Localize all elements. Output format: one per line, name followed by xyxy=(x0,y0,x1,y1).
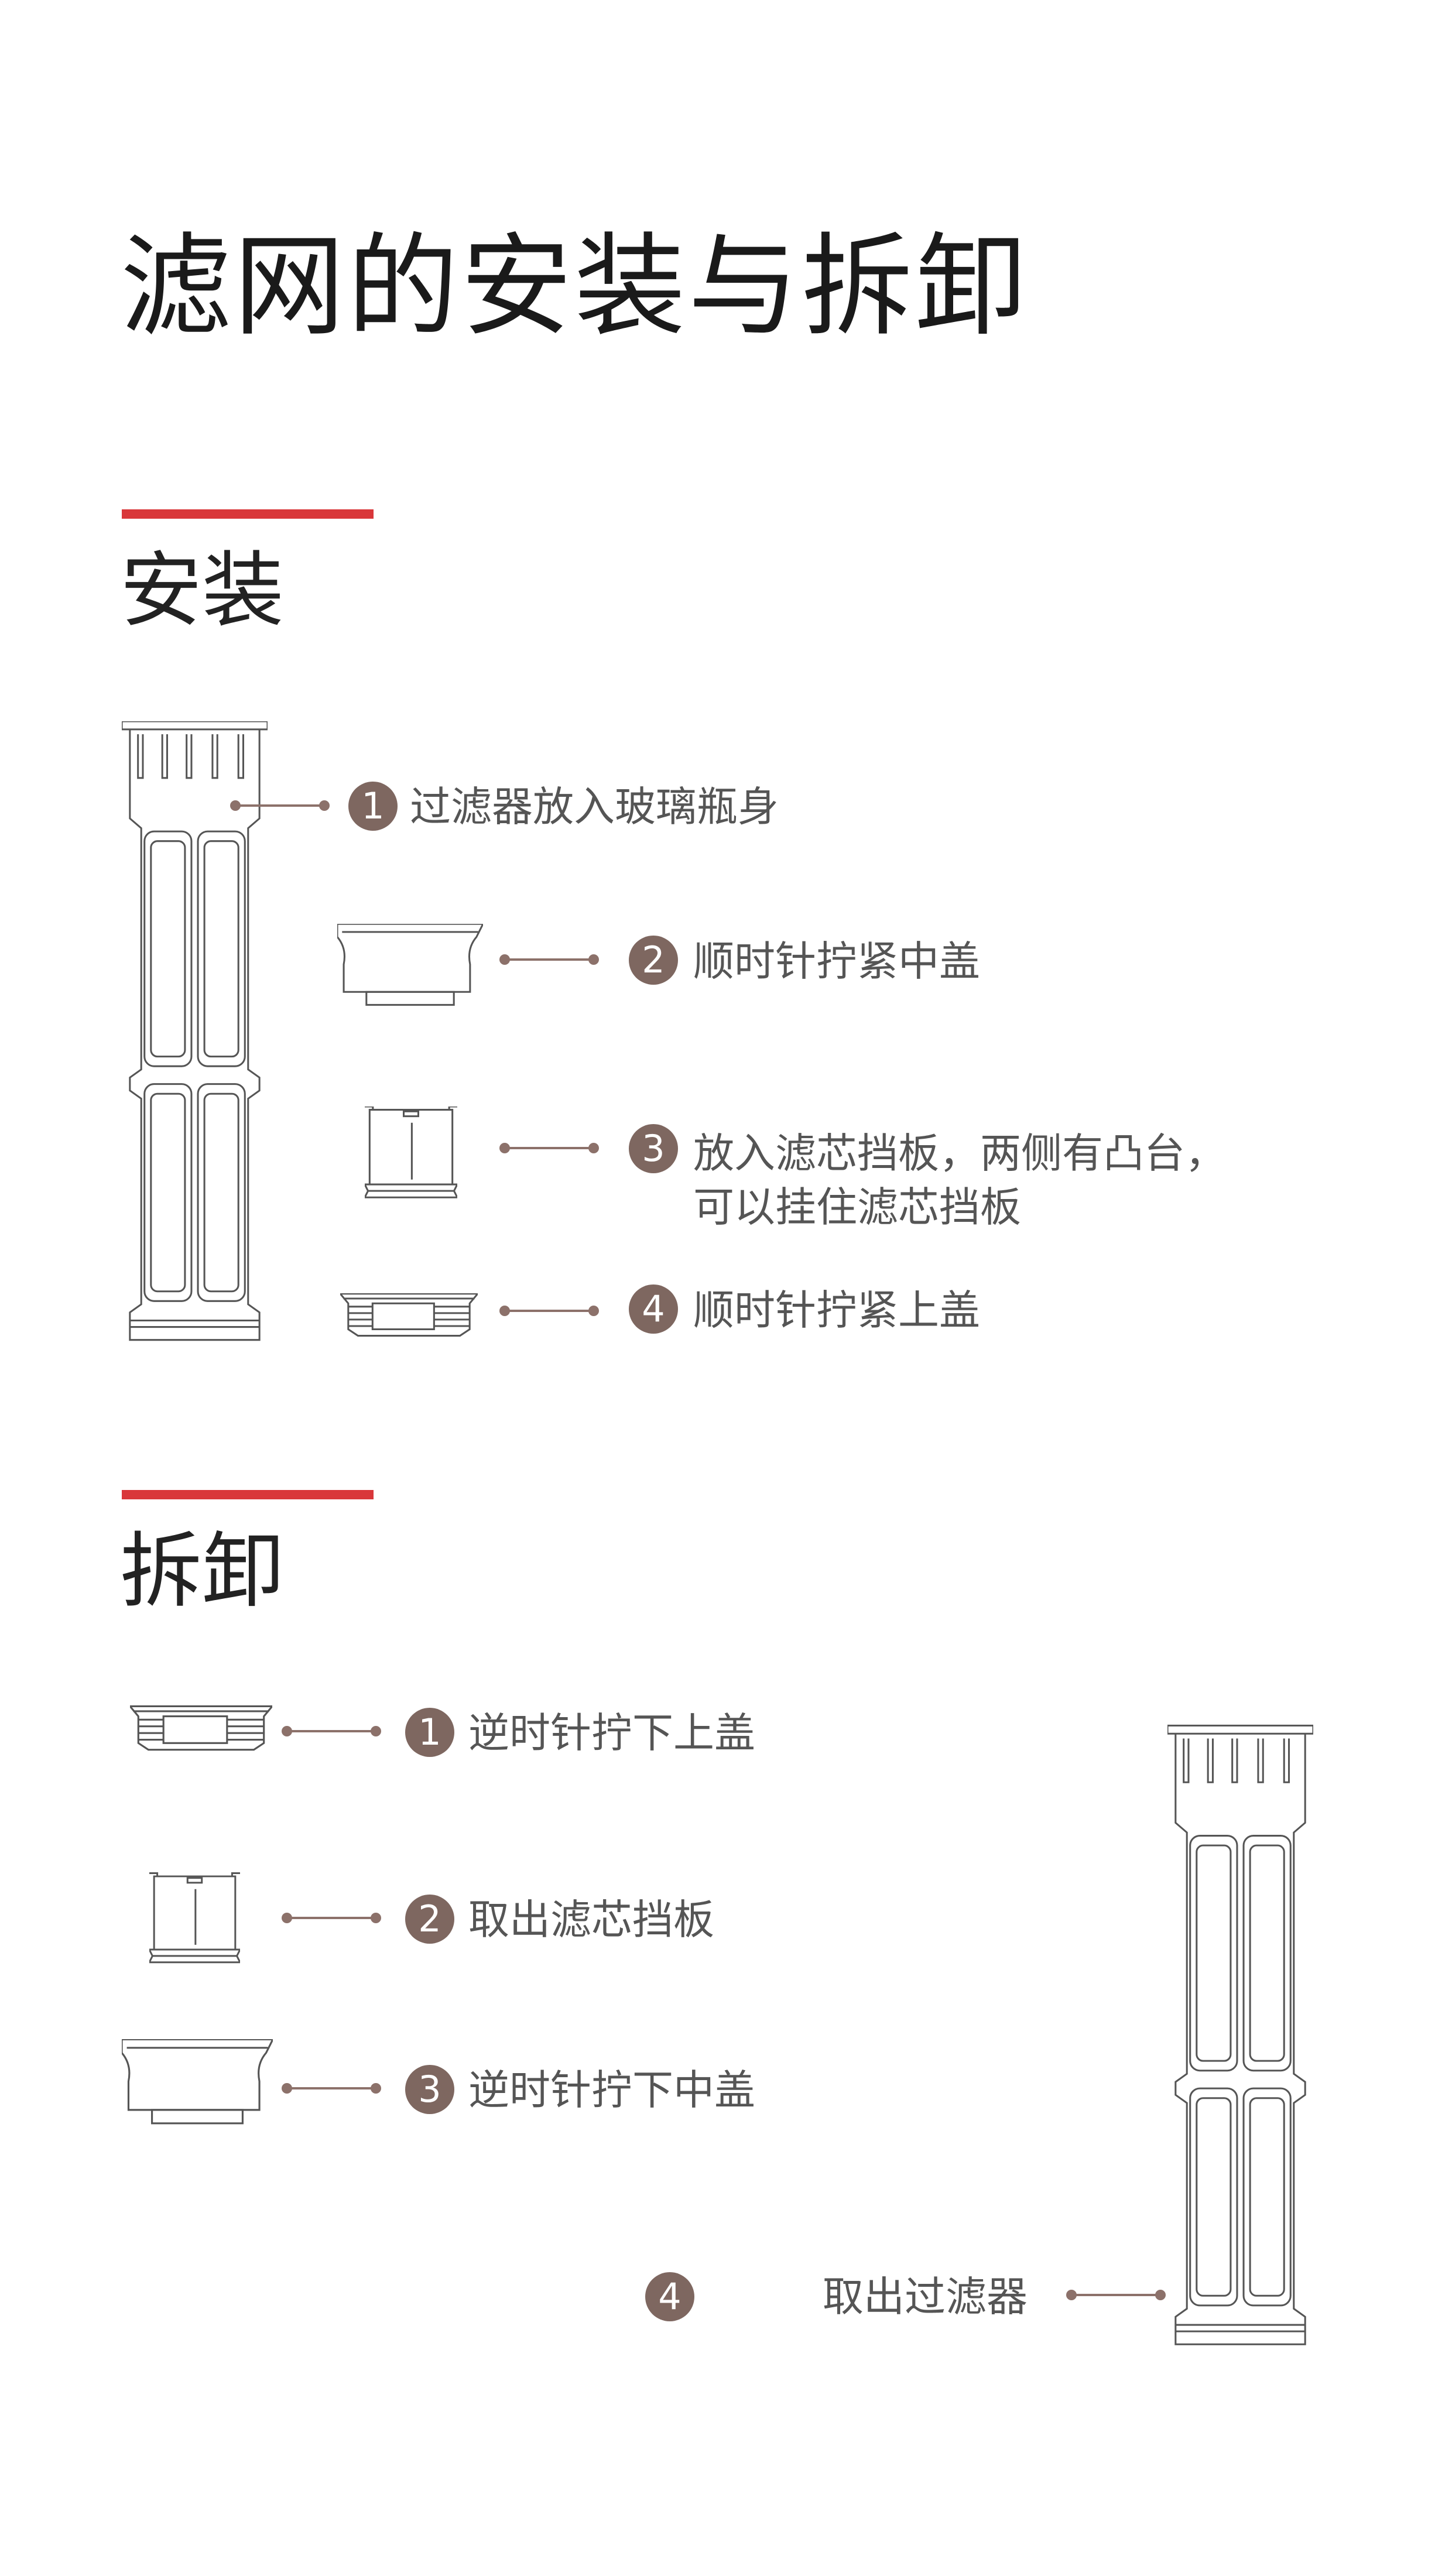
leader-line xyxy=(499,954,599,965)
step-text: 取出滤芯挡板 xyxy=(468,1896,714,1944)
leader-line xyxy=(230,800,330,811)
filter-baffle-illustration xyxy=(365,1107,457,1198)
leader-line xyxy=(282,1726,381,1736)
step-number-badge: 2 xyxy=(629,936,678,985)
leader-line xyxy=(499,1143,599,1153)
step-number-badge: 2 xyxy=(405,1895,454,1944)
section-heading-install: 安装 xyxy=(120,543,285,639)
top-cap-illustration xyxy=(340,1293,478,1337)
step-text: 逆时针拧下中盖 xyxy=(468,2066,755,2114)
section-divider-install xyxy=(122,509,374,519)
filter-baffle-illustration xyxy=(149,1872,240,1964)
step-text: 放入滤芯挡板，两侧有凸台， xyxy=(693,1129,1226,1177)
step-number-badge: 1 xyxy=(348,782,398,831)
leader-line xyxy=(282,2083,381,2094)
page-title: 滤网的安装与拆卸 xyxy=(120,222,1029,351)
section-divider-remove xyxy=(122,1490,374,1499)
top-cap-illustration xyxy=(130,1705,272,1751)
section-heading-remove: 拆卸 xyxy=(120,1524,285,1619)
step-text: 过滤器放入玻璃瓶身 xyxy=(410,783,779,831)
middle-cap-illustration xyxy=(122,2039,273,2125)
middle-cap-illustration xyxy=(337,924,483,1006)
step-text-line-2: 可以挂住滤芯挡板 xyxy=(693,1183,1021,1231)
step-number-badge: 3 xyxy=(629,1124,678,1173)
step-text: 逆时针拧下上盖 xyxy=(468,1709,755,1757)
step-number-badge: 3 xyxy=(405,2065,454,2114)
step-number-badge: 1 xyxy=(405,1708,454,1757)
leader-line xyxy=(1066,2290,1166,2300)
step-text: 取出过滤器 xyxy=(823,2273,1028,2321)
step-number-badge: 4 xyxy=(645,2272,694,2321)
step-text: 顺时针拧紧上盖 xyxy=(693,1286,980,1334)
step-text: 顺时针拧紧中盖 xyxy=(693,937,980,985)
leader-line xyxy=(282,1913,381,1923)
step-number-badge: 4 xyxy=(629,1284,678,1334)
filter-illustration xyxy=(1167,1724,1313,2345)
filter-illustration xyxy=(122,721,268,1341)
leader-line xyxy=(499,1306,599,1316)
